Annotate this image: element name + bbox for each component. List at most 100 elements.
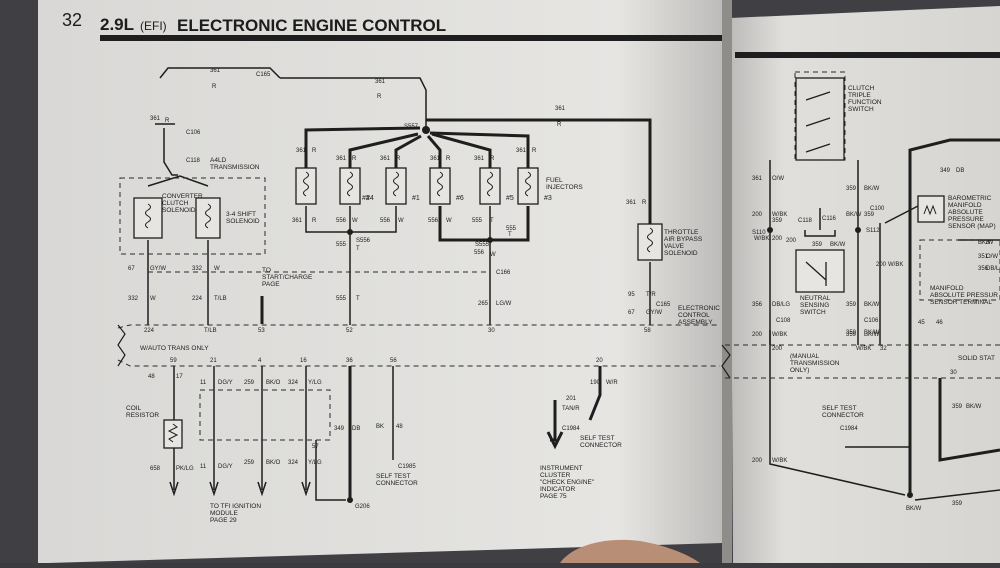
splice-ground	[907, 492, 913, 498]
wire-code: 361	[474, 156, 485, 162]
wire	[769, 160, 906, 496]
wire-code: 11	[200, 380, 207, 386]
label-line: RESISTOR	[126, 412, 159, 419]
label-line: CONNECTOR	[376, 480, 418, 487]
wire-code: 95	[628, 292, 635, 298]
wire-code: 57	[312, 444, 319, 450]
wire-code: R	[396, 156, 401, 162]
wire-code: 361	[375, 79, 386, 85]
wire-code: BK	[376, 424, 384, 430]
connector-label: C100	[870, 206, 885, 212]
wire-code: 556	[428, 218, 439, 224]
wire-code: 21	[210, 358, 217, 364]
connector-label: C165	[256, 72, 271, 78]
wire-code: 356	[0, 0, 11, 2]
wire-code: BK/W	[978, 240, 994, 246]
label-line: ASSEMBLY	[678, 319, 713, 326]
wire-code: 361	[380, 156, 391, 162]
wire-code: 36	[346, 358, 353, 364]
wire	[257, 366, 267, 497]
wire-code: 200	[752, 212, 763, 218]
wire-code: Y/LG	[308, 460, 322, 466]
connector-label: C106	[864, 318, 879, 324]
connector-break	[117, 324, 126, 367]
wire-code: BK/O	[266, 460, 281, 466]
label-line: FUNCTION	[848, 99, 882, 106]
wire-code: 53	[258, 328, 265, 334]
connector-label: C118	[186, 158, 201, 164]
wire-code: 324	[288, 380, 299, 386]
wire	[163, 128, 178, 176]
label-line: SENSOR (MAP)	[948, 223, 996, 230]
wire-code: 361	[336, 156, 347, 162]
wire	[438, 206, 530, 242]
wire-code: R	[312, 148, 317, 154]
wire-code: 359	[846, 186, 857, 192]
wire-code: DB/LG	[0, 0, 18, 2]
label-line: MODULE	[210, 510, 238, 517]
wire-code: 361	[150, 116, 161, 122]
wire-code: GY/W	[646, 310, 662, 316]
clutch-switch-housing	[795, 77, 845, 161]
wire-code: R	[557, 122, 562, 128]
label-line: THROTTLE	[664, 229, 699, 236]
wire-code: 4	[258, 358, 262, 364]
wire-code: 200	[772, 346, 783, 352]
wire-code: GY/W	[150, 266, 166, 272]
wire	[394, 134, 422, 168]
wire	[546, 366, 602, 450]
wire-code: 224	[192, 296, 203, 302]
connector-break	[721, 344, 731, 379]
wire-code: DG/Y	[218, 464, 233, 470]
label-line: INJECTORS	[546, 184, 583, 191]
wire-code: 361	[516, 148, 527, 154]
wire-code: 200	[876, 262, 887, 268]
connector-label: G206	[355, 504, 370, 510]
dashed-line	[117, 324, 720, 329]
wire-code: 45	[918, 320, 925, 326]
connector-label: C1984	[840, 426, 858, 432]
wire	[914, 489, 1000, 501]
thumb	[560, 539, 700, 563]
label-line: INSTRUMENT	[540, 465, 583, 472]
wire-code: 46	[936, 320, 943, 326]
wire-code: 259	[244, 380, 255, 386]
wire-code: 359	[846, 332, 857, 338]
wire-code: 361	[626, 200, 637, 206]
wire-code: R	[377, 94, 382, 100]
wire-code: 200	[772, 236, 783, 242]
wire-code: 359	[846, 302, 857, 308]
label-line: CLUSTER	[540, 472, 571, 479]
header-bar	[100, 35, 722, 41]
wire-code: T	[356, 246, 360, 252]
wire-code: 67	[628, 310, 635, 316]
dashed-line	[794, 71, 846, 161]
wire-code: 555	[506, 226, 517, 232]
check-engine-label: INSTRUMENT CLUSTER "CHECK ENGINE" INDICA…	[540, 465, 596, 500]
fuel-injectors-label: FUEL INJECTORS	[546, 177, 583, 191]
injector-number: #4	[366, 195, 374, 202]
wire-code: 224	[144, 328, 155, 334]
solenoid-coil	[647, 227, 653, 253]
wire-code: 30	[950, 370, 957, 376]
connector-label: S555	[475, 242, 490, 248]
wire-code: 200	[752, 458, 763, 464]
page-number: 32	[62, 10, 82, 30]
wire	[804, 230, 836, 237]
wire-code: W/BK	[772, 212, 787, 218]
wire	[301, 366, 311, 497]
connector-label: S556	[356, 238, 371, 244]
wire-code: 56	[390, 358, 397, 364]
wire-code: BK/W	[864, 330, 880, 336]
connector-label: C166	[496, 270, 511, 276]
wire-code: TAN/R	[562, 406, 580, 412]
wire-code: 359	[952, 501, 963, 507]
wire-code: 265	[478, 301, 489, 307]
splice-s555	[487, 237, 493, 243]
wire-code: R	[642, 200, 647, 206]
injector-coil	[393, 171, 399, 197]
map-sensor	[917, 195, 945, 223]
wire-code: 658	[150, 466, 161, 472]
